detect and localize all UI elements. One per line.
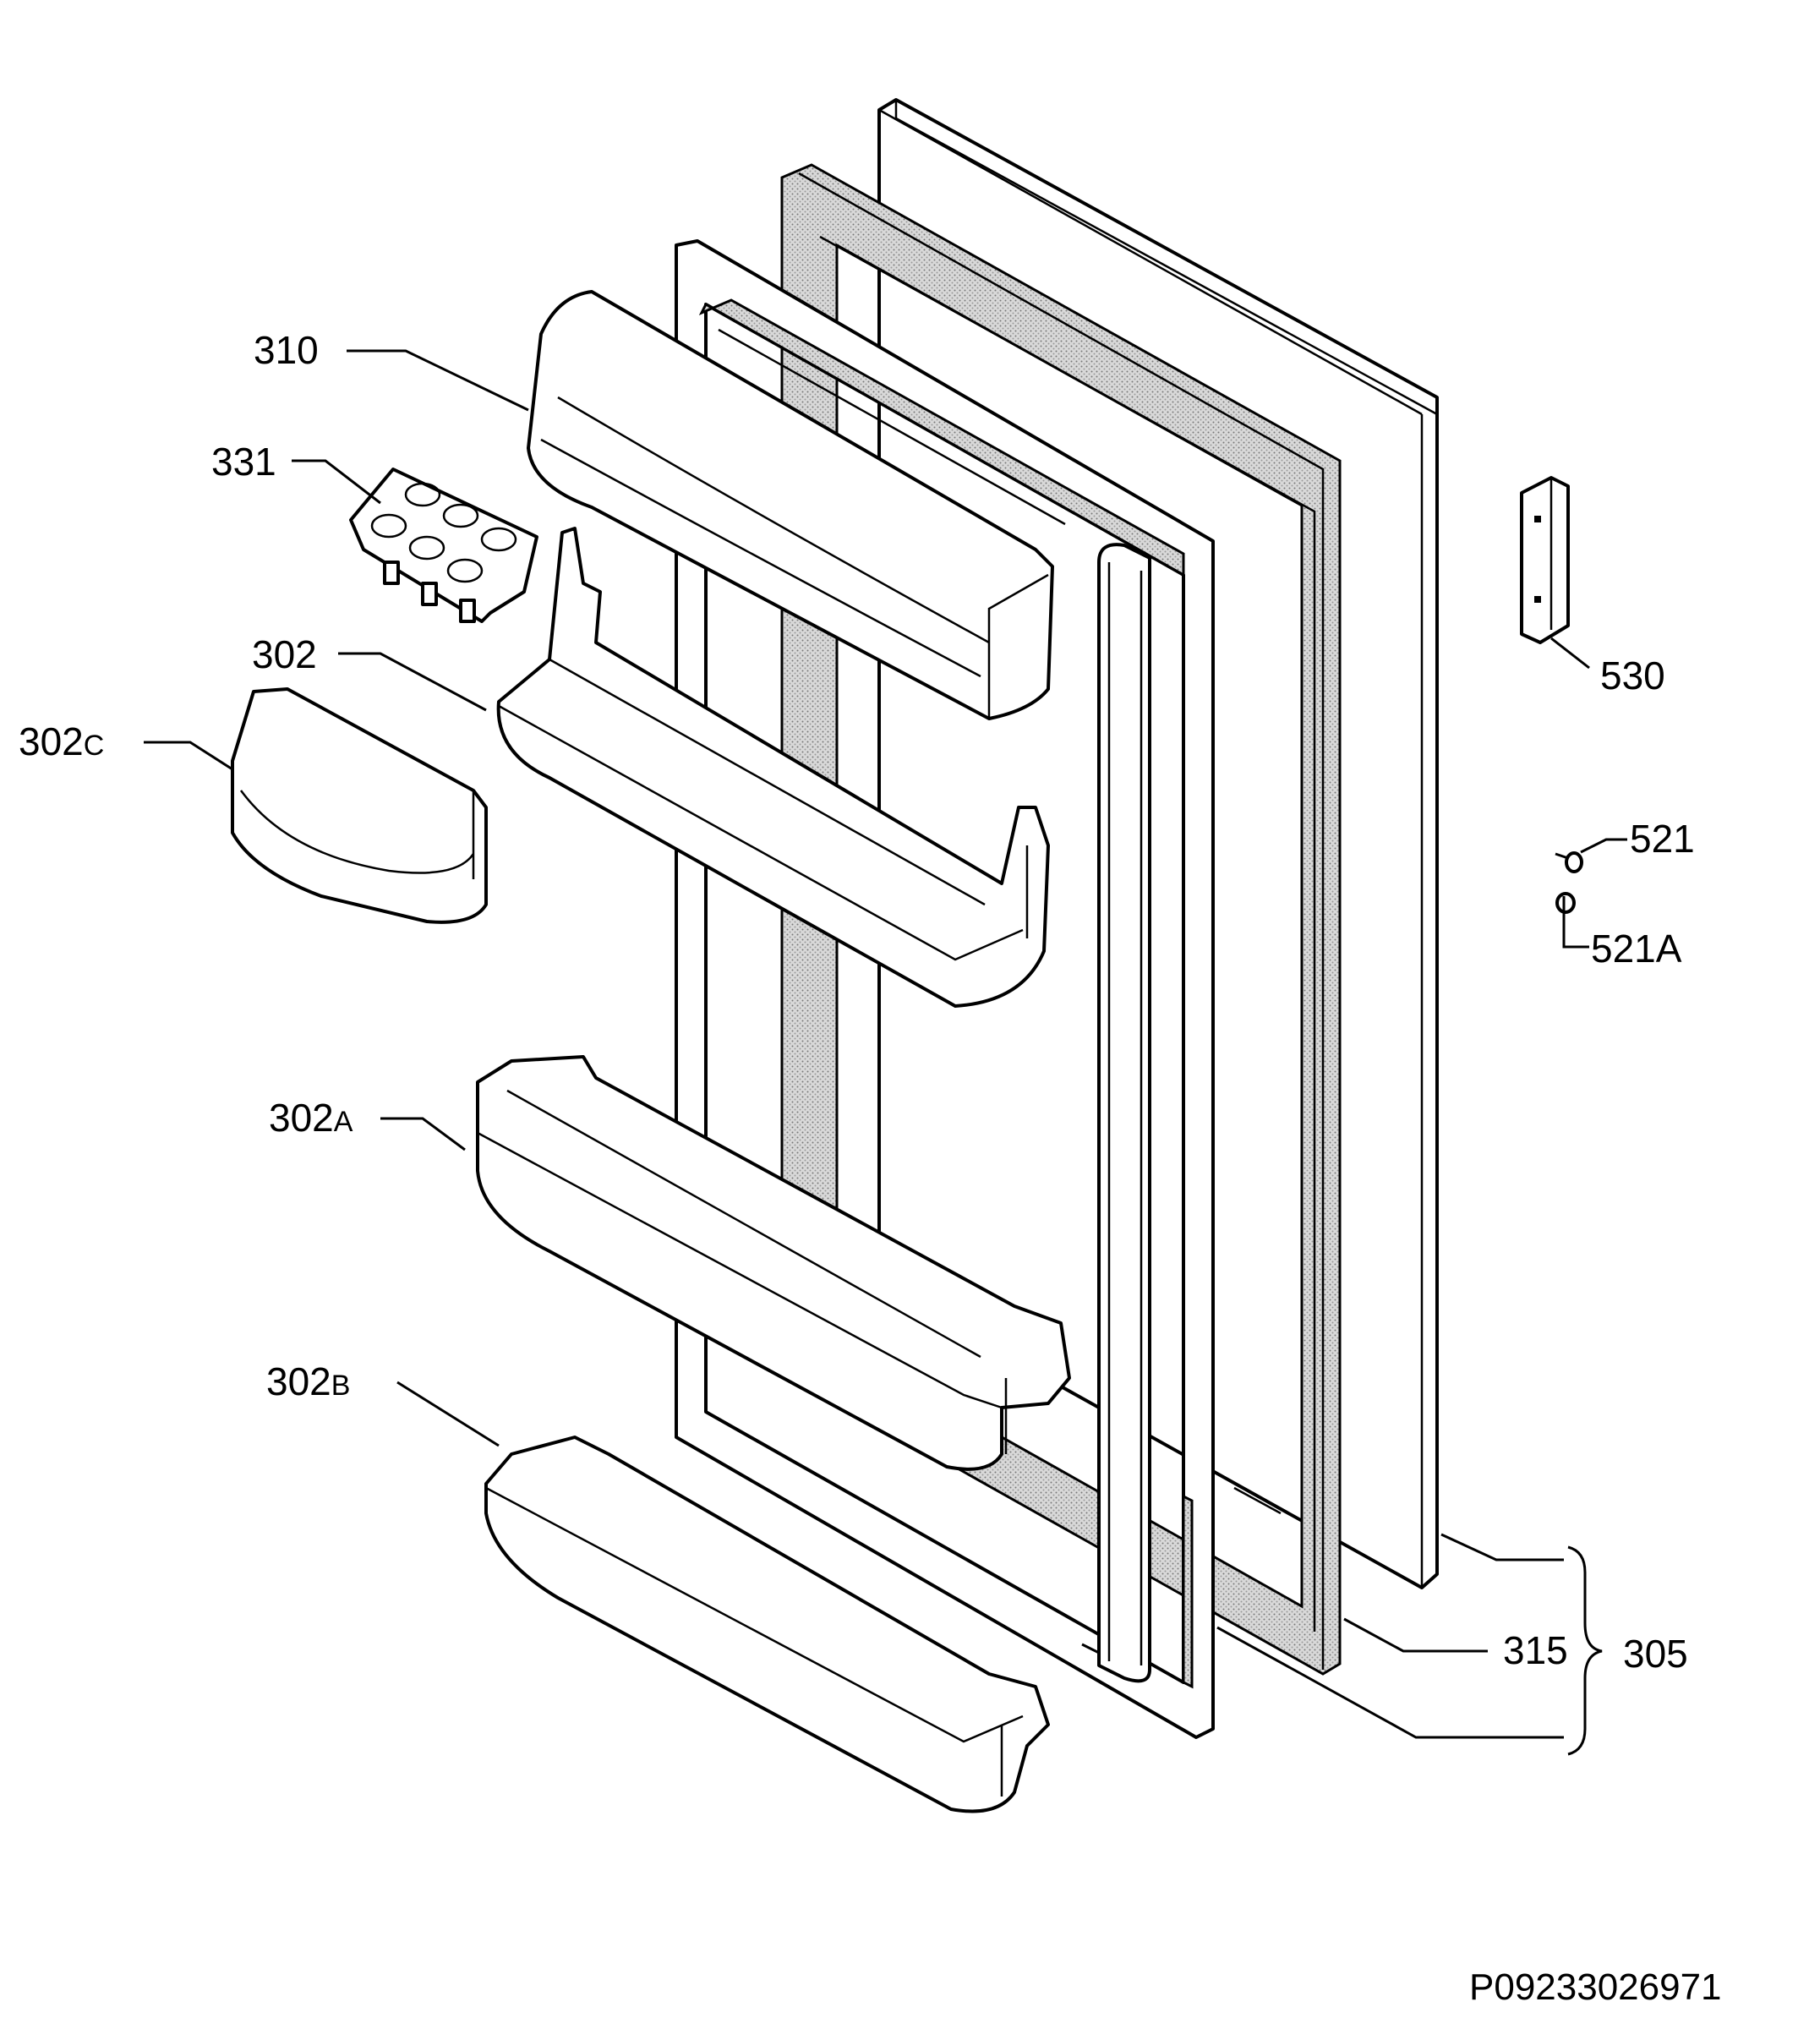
hinge-bracket (1520, 476, 1570, 644)
label-331: 331 (211, 440, 276, 484)
part-labels: 310 331 302 302C 302A 302B 530 521 521A … (19, 328, 1722, 2008)
label-302c: 302C (19, 719, 104, 763)
drawing-code: P09233026971 (1469, 1966, 1722, 2008)
label-521: 521 (1630, 817, 1695, 861)
egg-tray (349, 468, 538, 623)
label-302a-number: 302 (269, 1096, 334, 1140)
door-shelf-lower (484, 1436, 1050, 1813)
label-302a-suffix: A (334, 1106, 353, 1138)
label-302c-number: 302 (19, 719, 84, 763)
label-521a: 521A (1591, 927, 1682, 971)
label-302b-number: 302 (266, 1359, 331, 1403)
label-302c-suffix: C (84, 730, 105, 762)
door-shelf-middle (476, 1055, 1071, 1471)
label-302: 302 (252, 632, 317, 676)
inner-frame-rail (1081, 543, 1151, 1683)
screw (1555, 851, 1583, 873)
leader-lines (144, 349, 1627, 1756)
dairy-compartment-cover (527, 290, 1054, 720)
inner-door-liner (675, 239, 1282, 1739)
label-315: 315 (1503, 1628, 1568, 1672)
washer (1555, 892, 1576, 914)
label-530: 530 (1600, 654, 1665, 697)
label-310: 310 (254, 328, 319, 372)
door-shelf-small-cup (231, 687, 488, 924)
label-302a: 302A (269, 1096, 353, 1140)
label-302b: 302B (266, 1359, 350, 1403)
label-305: 305 (1623, 1632, 1688, 1676)
door-shelf-upper (496, 527, 1050, 1008)
label-302b-suffix: B (331, 1370, 351, 1402)
